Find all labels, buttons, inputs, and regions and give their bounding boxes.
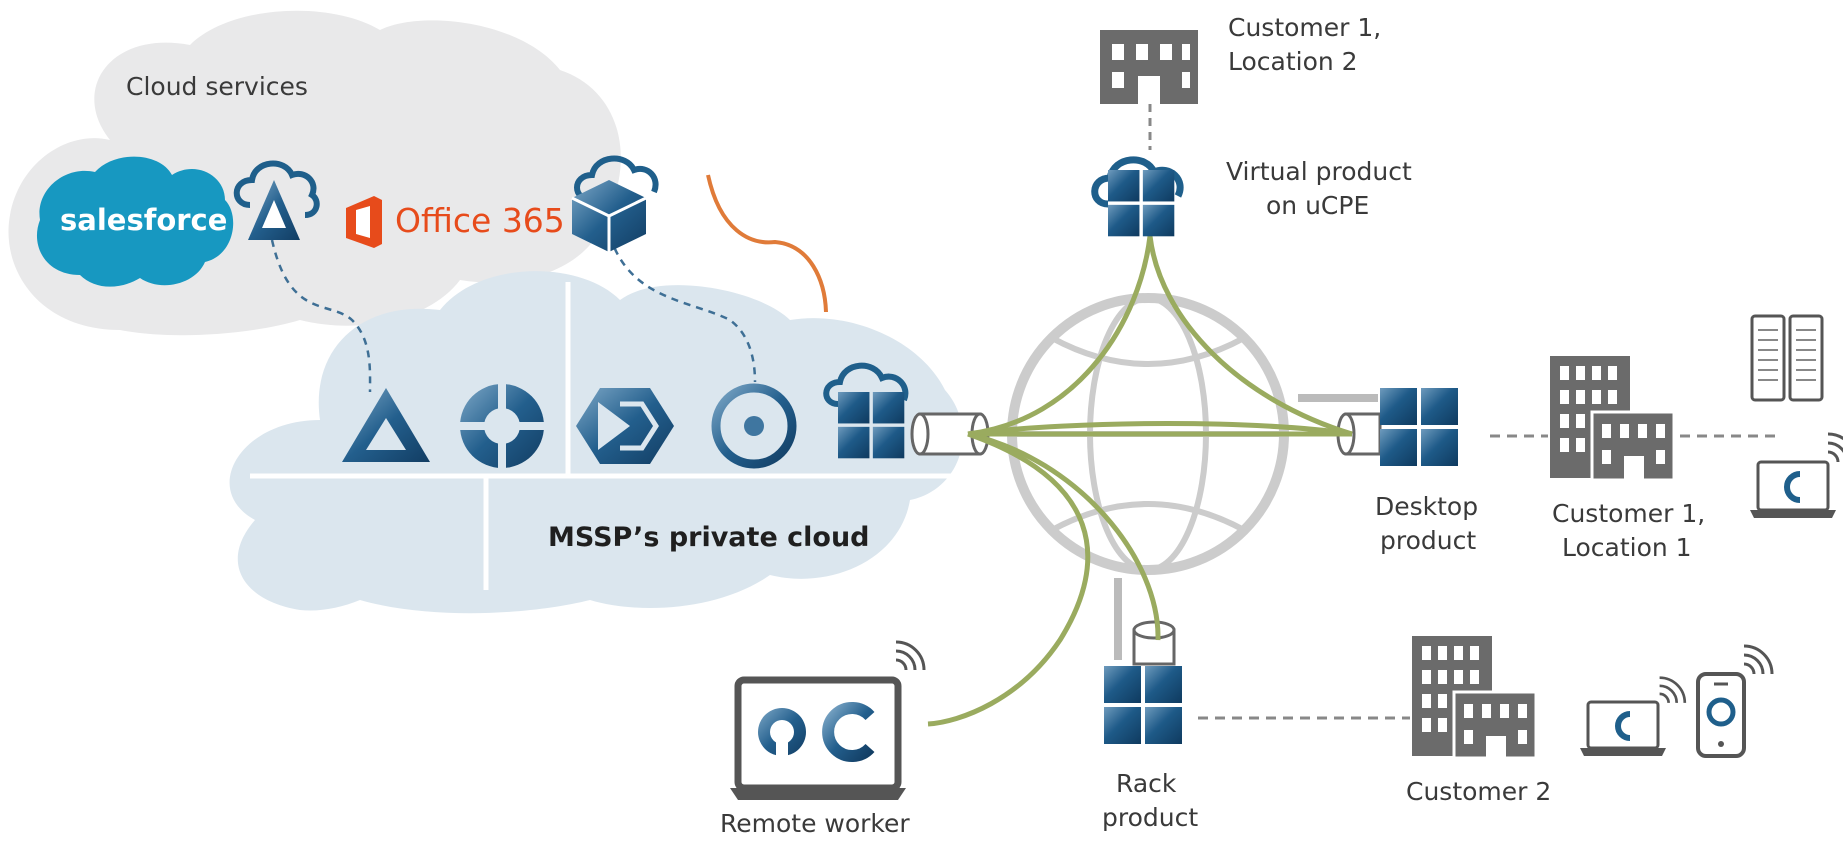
crosshair-circle-icon: [460, 384, 544, 468]
phone-icon: [1696, 644, 1774, 758]
salesforce-logo: salesforce: [36, 156, 234, 287]
dashed-link-1: [270, 239, 372, 393]
cloud-services-label: Cloud services: [126, 72, 308, 101]
rack-product-label-2: product: [1102, 803, 1198, 832]
virtual-product-label-1: Virtual product: [1226, 157, 1412, 186]
customer1-loc2-label-1: Customer 1,: [1228, 13, 1381, 42]
cloud-grid-icon: [823, 362, 909, 459]
right-connector: [1298, 394, 1382, 456]
laptop-icon-customer2: [1580, 676, 1687, 756]
building-icon-loc2: [1100, 30, 1198, 104]
laptop-icon-loc1: [1750, 432, 1843, 518]
bottom-connector: [1114, 578, 1176, 666]
desktop-product-icon: [1380, 388, 1458, 466]
customer2-label: Customer 2: [1406, 777, 1551, 806]
c-ring-icon: [822, 702, 875, 762]
office365-text: Office 365: [395, 201, 565, 240]
building-icon-customer2: [1412, 636, 1538, 760]
rack-product-label-1: Rack: [1116, 769, 1177, 798]
cloud-triangle-icon: [233, 160, 320, 240]
cloud-box-icon: [571, 155, 659, 252]
desktop-product-label-2: product: [1380, 526, 1476, 555]
office365-logo: Office 365: [346, 196, 565, 248]
virtual-product-label-2: on uCPE: [1266, 191, 1369, 220]
customer1-loc2-label-2: Location 2: [1228, 47, 1358, 76]
remote-worker-label: Remote worker: [720, 809, 910, 838]
building-icon-loc1: [1550, 356, 1676, 482]
customer1-loc1-label-1: Customer 1,: [1552, 499, 1705, 528]
ring-icon: [711, 383, 797, 469]
lock-ring-icon: [758, 708, 806, 758]
desktop-product-label-1: Desktop: [1375, 492, 1478, 521]
triangle-icon: [342, 388, 430, 462]
laptop-icon-remote-worker: [730, 640, 926, 800]
dashed-link-2: [608, 235, 757, 383]
salesforce-text: salesforce: [60, 203, 227, 237]
orange-link: [706, 174, 828, 313]
rack-product-icon: [1104, 666, 1182, 744]
virtual-product-icon: [1091, 156, 1184, 237]
customer1-loc1-label-2: Location 1: [1562, 533, 1692, 562]
server-icon: [1750, 314, 1824, 402]
network-links: [927, 235, 1353, 727]
private-cloud-label: MSSP’s private cloud: [548, 522, 870, 553]
hexagon-arrow-icon: [576, 388, 674, 464]
